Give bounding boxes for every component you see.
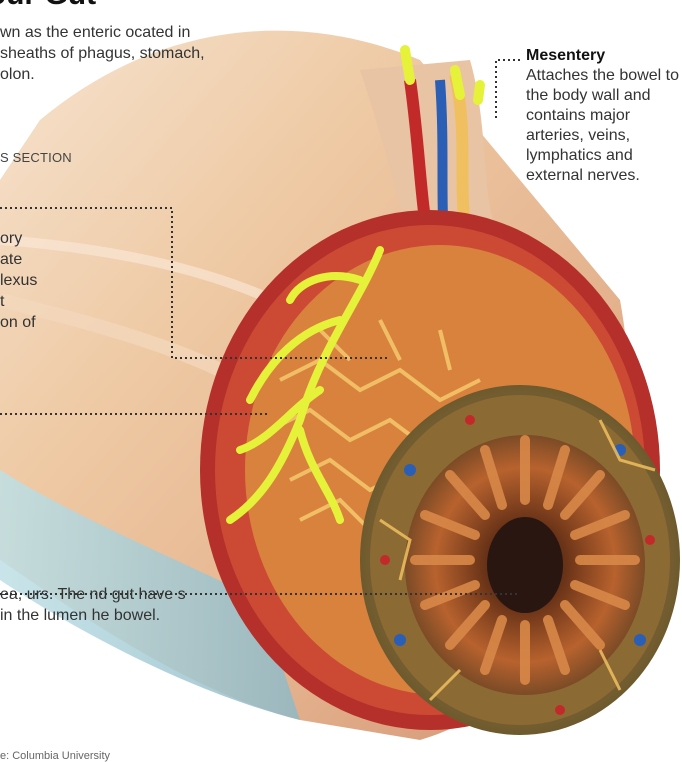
callout-fragment-1: ory [0,228,22,249]
lumen [487,517,563,613]
credit-line: e: Columbia University [0,750,110,762]
mesentery-heading: Mesentery [526,46,682,66]
mesentery-body: Attaches the bowel to the body wall and … [526,66,682,186]
callout-fragment-5: on of [0,312,36,333]
page-title: Your Gut [0,0,96,12]
mesentery-callout: Mesentery Attaches the bowel to the body… [526,46,682,186]
leader-mesentery [496,60,520,118]
section-label: S SECTION [0,150,72,165]
bottom-callout-text: ea, urs. The nd gut have s in the lumen … [0,584,200,626]
callout-fragment-3: lexus [0,270,37,291]
callout-fragment-2: ate [0,249,22,270]
callout-fragment-4: t [0,291,4,312]
intro-text: wn as the enteric ocated in sheaths of p… [0,22,205,85]
